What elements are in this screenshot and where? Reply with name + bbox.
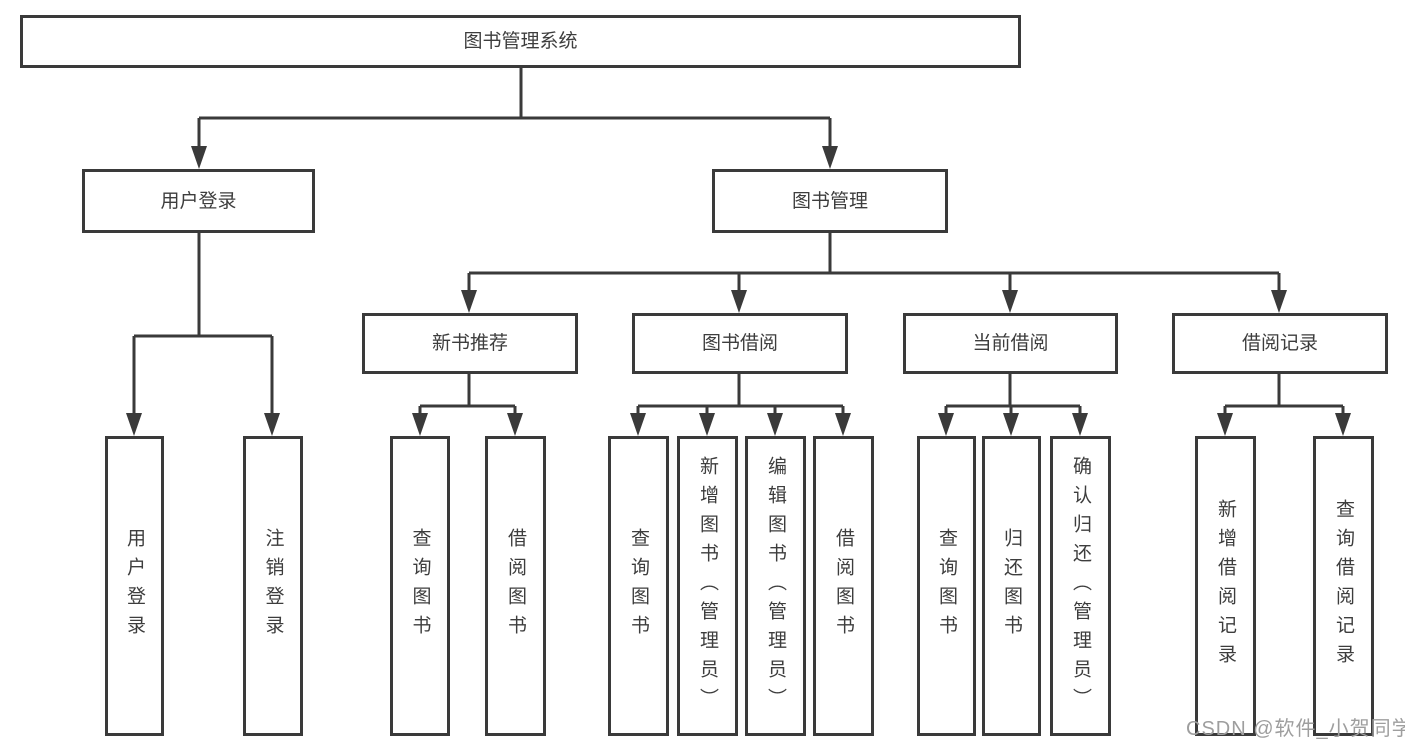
leaf-query-borrow-record: 查询借阅记录 (1313, 436, 1374, 736)
leaf-add-books-admin: 新增图书（管理员） (677, 436, 738, 736)
leaf-logout: 注销登录 (243, 436, 303, 736)
node-label: 查询图书 (628, 528, 649, 644)
node-label: 新增借阅记录 (1215, 499, 1236, 673)
node-label: 新增图书（管理员） (697, 455, 718, 717)
leaf-user-login: 用户登录 (105, 436, 164, 736)
node-book-management: 图书管理 (712, 169, 948, 233)
node-label: 确认归还（管理员） (1070, 455, 1091, 717)
node-label: 新书推荐 (431, 333, 508, 354)
node-label: 图书管理系统 (463, 31, 578, 52)
connector-current-borrowing-branch (938, 374, 1088, 436)
node-user-login: 用户登录 (82, 169, 315, 233)
leaf-return-books: 归还图书 (982, 436, 1041, 736)
connector-user-login-branch (126, 233, 280, 436)
node-label: 借阅图书 (833, 528, 854, 644)
connector-book-management-branch (461, 233, 1287, 313)
leaf-borrow-books: 借阅图书 (813, 436, 874, 736)
node-label: 归还图书 (1001, 528, 1022, 644)
connector-book-borrowing-branch (630, 374, 851, 436)
node-label: 借阅图书 (505, 528, 526, 644)
node-label: 查询图书 (409, 528, 431, 644)
leaf-add-borrow-record: 新增借阅记录 (1195, 436, 1256, 736)
node-label: 用户登录 (124, 528, 145, 644)
node-current-borrowing: 当前借阅 (903, 313, 1118, 374)
node-label: 图书借阅 (701, 333, 778, 354)
node-label: 图书管理 (791, 190, 868, 212)
node-root: 图书管理系统 (20, 15, 1021, 68)
node-label: 查询图书 (936, 528, 957, 644)
leaf-borrow-books-recommend: 借阅图书 (485, 436, 546, 736)
node-label: 注销登录 (262, 528, 284, 644)
leaf-query-books-borrowing: 查询图书 (608, 436, 669, 736)
connector-root-to-level2 (191, 67, 838, 169)
node-book-borrowing: 图书借阅 (632, 313, 848, 374)
node-new-book-recommend: 新书推荐 (362, 313, 578, 374)
node-label: 编辑图书（管理员） (765, 455, 786, 717)
csdn-watermark: CSDN @软件_小贺同学 (1186, 718, 1405, 740)
connector-borrow-records-branch (1217, 374, 1351, 436)
node-borrow-records: 借阅记录 (1172, 313, 1388, 374)
node-label: 当前借阅 (972, 333, 1049, 354)
leaf-query-books-recommend: 查询图书 (390, 436, 450, 736)
leaf-confirm-return-admin: 确认归还（管理员） (1050, 436, 1111, 736)
leaf-query-books-current: 查询图书 (917, 436, 976, 736)
leaf-edit-books-admin: 编辑图书（管理员） (745, 436, 806, 736)
node-label: 借阅记录 (1241, 333, 1318, 354)
connector-new-book-recommend-branch (412, 374, 523, 436)
node-label: 查询借阅记录 (1333, 499, 1354, 673)
node-label: 用户登录 (160, 190, 237, 212)
